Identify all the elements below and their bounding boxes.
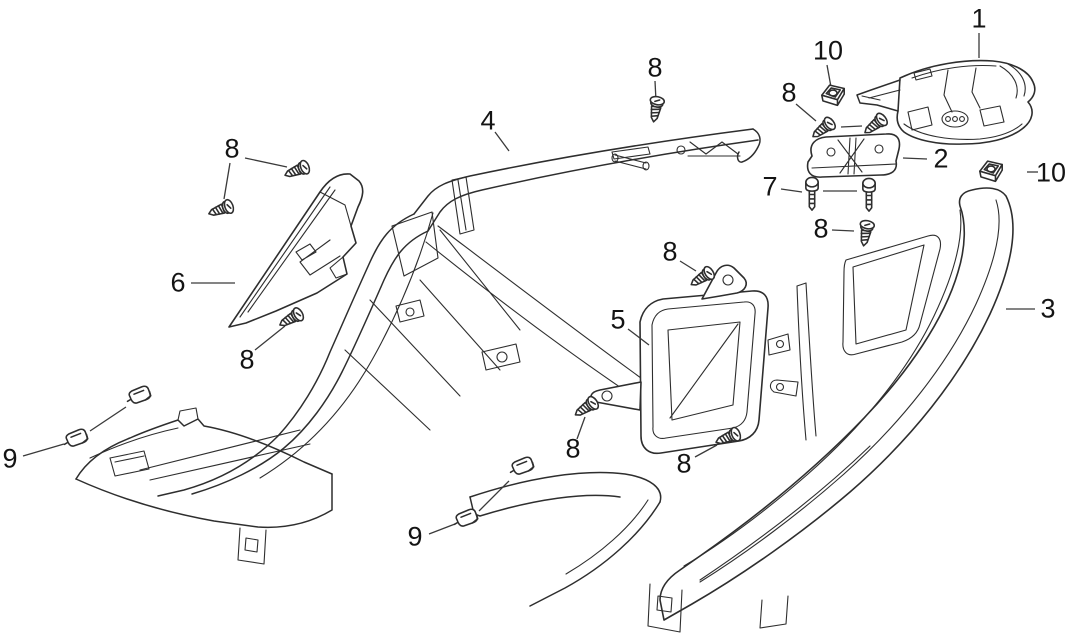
leader-line xyxy=(831,229,855,232)
leader-line xyxy=(223,162,231,200)
leader-line xyxy=(826,64,832,88)
screw-icon xyxy=(281,158,313,183)
leader-line xyxy=(679,260,697,272)
bolt-icon xyxy=(805,176,819,211)
leader-line xyxy=(428,523,456,535)
leader-line xyxy=(478,480,510,512)
nut-icon xyxy=(821,84,845,107)
bolt-icon xyxy=(862,177,876,212)
part-2-outline xyxy=(806,133,901,178)
clip-icon xyxy=(124,384,153,406)
leader-line xyxy=(840,125,863,128)
part-5-outline xyxy=(590,264,791,455)
clip-icon xyxy=(507,455,536,477)
part-1-outline xyxy=(856,59,1036,145)
leader-line xyxy=(254,325,286,351)
part-3-outline xyxy=(469,187,1014,633)
screw-icon xyxy=(855,218,876,248)
clip-icon xyxy=(451,507,480,529)
screw-icon xyxy=(275,305,307,332)
leader-line xyxy=(89,406,127,432)
leader-lines xyxy=(22,33,1038,535)
leader-line xyxy=(627,328,650,346)
part-6-outline xyxy=(228,173,364,328)
nut-icon xyxy=(979,160,1003,183)
leader-line xyxy=(22,443,65,457)
leader-line xyxy=(694,444,718,458)
screw-icon xyxy=(205,197,236,222)
clip-icon xyxy=(61,427,90,449)
part-4-outline xyxy=(75,128,761,565)
leader-line xyxy=(244,157,288,168)
leader-line xyxy=(795,103,817,122)
leader-line xyxy=(494,131,510,152)
leader-line xyxy=(902,157,928,160)
leader-line xyxy=(780,188,803,193)
leader-line xyxy=(576,416,586,440)
screw-icon xyxy=(645,94,666,124)
